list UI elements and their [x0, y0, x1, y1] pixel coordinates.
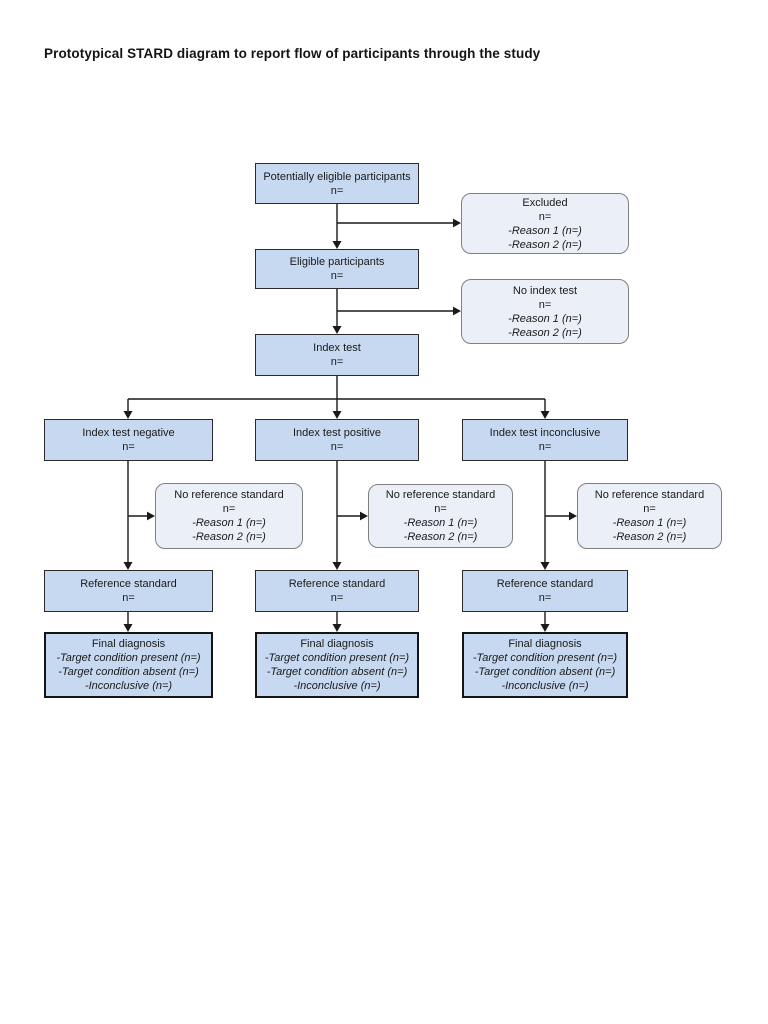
node-label: No reference standard	[385, 489, 496, 501]
node-reason-2: -Reason 2 (n=)	[192, 531, 266, 543]
node-final-diagnosis-negative: Final diagnosis -Target condition presen…	[44, 632, 213, 698]
node-inconclusive: -Inconclusive (n=)	[501, 680, 589, 692]
arrow-negative-to-reference	[123, 461, 155, 570]
arrows-reference-to-final	[123, 612, 550, 632]
node-label: No index test	[512, 284, 578, 297]
node-reason-2: -Reason 2 (n=)	[403, 531, 478, 543]
node-target-absent: -Target condition absent (n=)	[58, 666, 199, 678]
page-title: Prototypical STARD diagram to report flo…	[44, 46, 541, 61]
node-label: Final diagnosis	[508, 638, 582, 650]
node-label: Reference standard	[288, 578, 386, 590]
node-label: Index test	[313, 342, 361, 354]
node-n-value: n=	[330, 356, 344, 368]
node-label: Index test positive	[292, 427, 382, 439]
node-inconclusive: -Inconclusive (n=)	[84, 680, 173, 692]
arrow-potential-to-eligible	[332, 204, 342, 249]
arrow-to-excluded	[337, 218, 461, 228]
node-target-present: -Target condition present (n=)	[472, 652, 618, 664]
node-reason-1: -Reason 1 (n=)	[508, 312, 582, 325]
node-target-present: -Target condition present (n=)	[56, 652, 201, 664]
node-index-test-inconclusive: Index test inconclusive n=	[462, 419, 628, 461]
node-reason-2: -Reason 2 (n=)	[508, 238, 582, 251]
node-n-value: n=	[538, 592, 552, 604]
node-inconclusive: -Inconclusive (n=)	[293, 680, 381, 692]
node-no-reference-standard-negative: No reference standard n= -Reason 1 (n=) …	[155, 483, 303, 549]
node-n-value: n=	[538, 441, 552, 453]
node-final-diagnosis-inconclusive: Final diagnosis -Target condition presen…	[462, 632, 628, 698]
node-target-present: -Target condition present (n=)	[264, 652, 410, 664]
arrow-to-no-index-test	[337, 306, 461, 316]
node-n-value: n=	[434, 503, 447, 515]
node-reason-1: -Reason 1 (n=)	[192, 517, 266, 529]
node-index-test-negative: Index test negative n=	[44, 419, 213, 461]
node-eligible-participants: Eligible participants n=	[255, 249, 419, 289]
node-label: Reference standard	[496, 578, 594, 590]
node-label: No reference standard	[594, 489, 705, 501]
node-n-value: n=	[222, 503, 236, 515]
node-n-value: n=	[330, 441, 344, 453]
node-label: Index test inconclusive	[489, 427, 601, 439]
node-excluded: Excluded n= -Reason 1 (n=) -Reason 2 (n=…	[461, 193, 629, 254]
arrow-positive-to-reference	[332, 461, 368, 570]
node-n-value: n=	[643, 503, 656, 515]
arrow-inconclusive-to-reference	[540, 461, 577, 570]
node-target-absent: -Target condition absent (n=)	[474, 666, 616, 678]
node-label: Index test negative	[82, 427, 175, 439]
node-final-diagnosis-positive: Final diagnosis -Target condition presen…	[255, 632, 419, 698]
node-n-value: n=	[538, 210, 552, 223]
node-reference-standard-inconclusive: Reference standard n=	[462, 570, 628, 612]
node-reason-1: -Reason 1 (n=)	[403, 517, 478, 529]
node-label: Final diagnosis	[300, 638, 374, 650]
node-no-index-test: No index test n= -Reason 1 (n=) -Reason …	[461, 279, 629, 344]
node-no-reference-standard-inconclusive: No reference standard n= -Reason 1 (n=) …	[577, 483, 722, 549]
node-reason-2: -Reason 2 (n=)	[612, 531, 687, 543]
node-reason-2: -Reason 2 (n=)	[508, 326, 582, 339]
node-potentially-eligible-participants: Potentially eligible participants n=	[255, 163, 419, 204]
node-index-test-positive: Index test positive n=	[255, 419, 419, 461]
node-n-value: n=	[122, 592, 135, 604]
node-n-value: n=	[330, 592, 344, 604]
node-n-value: n=	[330, 270, 344, 282]
node-label: No reference standard	[174, 489, 284, 501]
node-label: Reference standard	[80, 578, 177, 590]
splitter-index-test	[123, 376, 550, 419]
node-reason-1: -Reason 1 (n=)	[508, 224, 582, 237]
node-target-absent: -Target condition absent (n=)	[266, 666, 408, 678]
node-no-reference-standard-positive: No reference standard n= -Reason 1 (n=) …	[368, 484, 513, 548]
node-label: Potentially eligible participants	[263, 170, 411, 183]
node-reference-standard-negative: Reference standard n=	[44, 570, 213, 612]
node-label: Excluded	[522, 196, 568, 209]
node-label: Eligible participants	[289, 256, 385, 268]
node-n-value: n=	[122, 441, 135, 453]
node-n-value: n=	[330, 184, 344, 197]
node-index-test: Index test n=	[255, 334, 419, 376]
arrow-eligible-to-indextest	[332, 289, 342, 334]
node-reason-1: -Reason 1 (n=)	[612, 517, 687, 529]
node-reference-standard-positive: Reference standard n=	[255, 570, 419, 612]
node-label: Final diagnosis	[91, 638, 166, 650]
node-n-value: n=	[538, 298, 552, 311]
